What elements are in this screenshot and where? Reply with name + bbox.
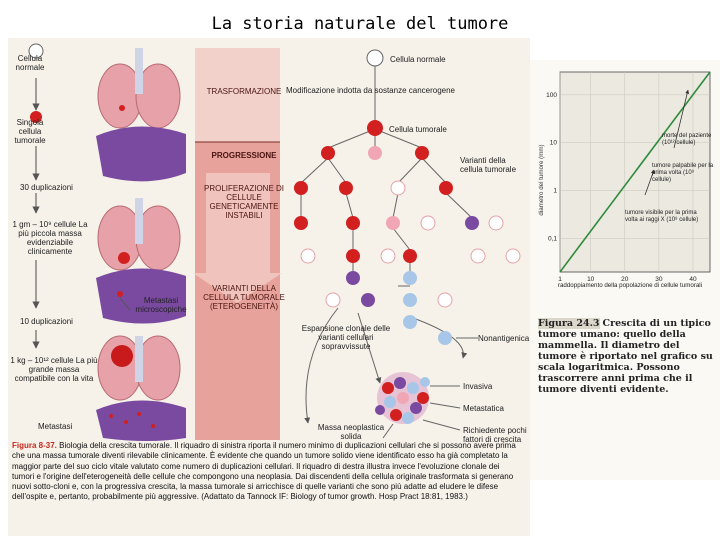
stage-progression: PROGRESSIONE: [203, 151, 285, 160]
label-smallest-mass: 1 gm – 10⁹ cellule La più piccola massa …: [8, 220, 92, 256]
annotation-palpable: tumore palpabile per la prima volta (10⁹…: [652, 163, 714, 184]
organ-illustration-1: [96, 48, 186, 181]
label-invasive: Invasiva: [463, 382, 523, 391]
label-30-duplications: 30 duplicazioni: [20, 183, 100, 192]
label-clonal-expansion: Espansione clonale delle varianti cellul…: [293, 324, 399, 351]
label-microscopic-metastasis: Metastasi microscopiche: [128, 296, 194, 314]
figure-24-3-caption: Figura 24.3 Crescita di un tipico tumore…: [538, 318, 716, 395]
figure-8-37-caption: Figura 8-37. Biologia della crescita tum…: [12, 441, 522, 503]
caption-text: Biologia della crescita tumorale. Il riq…: [12, 441, 516, 501]
label-neoplastic-mass: Massa neoplastica solida: [310, 423, 392, 441]
chart-y-axis-label: diametro del tumore (mm): [538, 144, 545, 215]
y-tick-label: 0,1: [548, 236, 557, 243]
organ-illustration-3: [96, 336, 186, 441]
label-metastatic: Metastatica: [463, 404, 523, 413]
label-largest-mass: 1 kg – 10¹² cellule La più grande massa …: [8, 356, 100, 383]
label-nonantigenic: Nonantigenica: [478, 334, 530, 343]
label-tumor-cell-right: Cellula tumorale: [389, 125, 479, 134]
stage-proliferation: PROLIFERAZIONE DI CELLULE GENETICAMENTE …: [203, 184, 285, 220]
label-carcinogen: Modificazione indotta da sostanze cancer…: [286, 86, 486, 95]
label-10-duplications: 10 duplicazioni: [20, 317, 100, 326]
annotation-xray: tumore visibile per la prima volta ai ra…: [625, 210, 705, 224]
y-tick-label: 10: [550, 140, 558, 147]
page-title: La storia naturale del tumore: [0, 14, 720, 34]
caption-label: Figura 8-37.: [12, 441, 57, 450]
chart-x-axis-label: raddoppiamento della popolazione di cell…: [550, 282, 710, 289]
stage-variants: VARIANTI DELLA CELLULA TUMORALE (ETEROGE…: [203, 284, 285, 311]
tumor-cell-right: [367, 120, 383, 136]
label-metastasis: Metastasi: [38, 422, 98, 431]
label-normal-cell-left: Cellula normale: [8, 54, 52, 72]
stage-transformation: TRASFORMAZIONE: [203, 87, 285, 96]
caption-24-3-label: Figura 24.3: [538, 318, 600, 329]
clonal-tree-lines: [301, 66, 472, 423]
caption-24-3-text: Crescita di un tipico tumore umano: quel…: [538, 318, 713, 395]
annotation-death: morte del paziente (10¹² cellule): [662, 133, 716, 147]
normal-cell-right: [367, 50, 383, 66]
label-single-tumor-cell: Singola cellula tumorale: [8, 118, 52, 145]
y-tick-label: 100: [546, 92, 557, 99]
y-tick-label: 1: [553, 188, 557, 195]
label-normal-cell-right: Cellula normale: [390, 55, 480, 64]
label-variants: Varianti della cellula tumorale: [460, 156, 526, 174]
